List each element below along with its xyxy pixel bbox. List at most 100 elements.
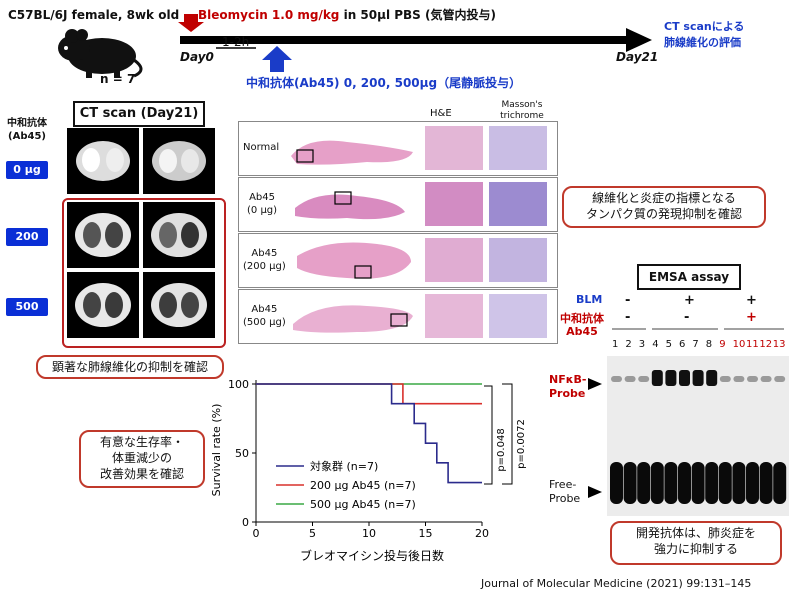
- ct-image-500ug-2: [143, 272, 215, 338]
- ct-callout: 顕著な肺線維化の抑制を確認: [36, 355, 224, 379]
- gel-band-lower: [637, 462, 651, 504]
- lane-number: 9: [719, 339, 726, 350]
- x-tick-label: 20: [475, 527, 489, 540]
- lane-number: 2: [625, 339, 632, 350]
- lane-number: 8: [705, 339, 713, 350]
- antibody-emsa-label: 中和抗体 Ab45: [560, 312, 604, 338]
- lane-number: 10: [732, 339, 746, 350]
- masson-thumb-0ug: [489, 182, 547, 226]
- gel-band-upper: [774, 376, 786, 382]
- treatment-route: in 50µl PBS (気管内投与): [339, 8, 496, 22]
- y-tick-label: 0: [242, 516, 249, 529]
- gel-band-upper: [760, 376, 772, 382]
- blm-sign-1: -: [625, 293, 631, 308]
- series-line-1: [256, 383, 482, 405]
- gel-band-lower: [691, 462, 705, 504]
- gel-band-lower: [773, 462, 787, 504]
- histology-callout: 線維化と炎症の指標となる タンパク質の発現抑制を確認: [562, 186, 766, 228]
- gel-band-lower: [664, 462, 678, 504]
- ct-image-200ug-1: [67, 202, 139, 268]
- histology-row-500ug: Ab45(500 µg): [238, 289, 558, 344]
- chart-ylabel: Survival rate (%): [210, 404, 223, 497]
- gel-band-lower: [678, 462, 691, 504]
- masson-thumb-200ug: [489, 238, 547, 282]
- gel-band-lower: [746, 462, 759, 504]
- he-thumb-normal: [425, 126, 483, 170]
- chart-legend: 対象群 (n=7) 200 µg Ab45 (n=7) 500 µg Ab45 (n…: [276, 459, 416, 511]
- gel-band-lower: [759, 462, 773, 504]
- gel-band-lower: [623, 462, 637, 504]
- x-tick-label: 5: [309, 527, 316, 540]
- gel-band-lower: [650, 462, 664, 504]
- ab-sign-3: +: [746, 310, 757, 325]
- lane-number: 6: [679, 339, 686, 350]
- pvalue-048: p=0.048: [496, 428, 507, 471]
- gel-band-upper: [747, 376, 758, 382]
- legend-label-2: 500 µg Ab45 (n=7): [310, 498, 416, 511]
- gel-band-upper: [679, 370, 690, 386]
- legend-label-1: 200 µg Ab45 (n=7): [310, 479, 416, 492]
- lane-number: 7: [692, 339, 699, 350]
- ct-image-200ug-2: [143, 202, 215, 268]
- ct-image-500ug-1: [67, 272, 139, 338]
- gel-band-lower: [718, 462, 732, 504]
- gel-band-upper: [719, 376, 731, 382]
- lane-number: 3: [638, 339, 646, 350]
- blm-label: BLM: [576, 293, 603, 306]
- ab-sign-1: -: [625, 310, 631, 325]
- free-probe-label: Free- Probe: [549, 478, 581, 505]
- gel-band-upper: [706, 370, 718, 386]
- legend-label-0: 対象群 (n=7): [310, 459, 378, 473]
- sample-size-label: n = 7: [100, 72, 136, 86]
- emsa-title: EMSA assay: [637, 264, 741, 290]
- dose-0-label: 0 µg: [6, 161, 48, 179]
- nfkb-probe-label: NFκB- Probe: [549, 373, 587, 400]
- chart-xlabel: ブレオマイシン投与後日数: [300, 548, 444, 563]
- pvalue-0072: p=0.0072: [516, 419, 527, 469]
- day21-label: Day21: [616, 50, 659, 64]
- antibody-side-label: 中和抗体 (Ab45): [7, 118, 47, 142]
- gel-band-upper: [611, 376, 622, 382]
- lane-number: 5: [665, 339, 672, 350]
- chart-series: [256, 383, 482, 484]
- blm-sign-3: +: [746, 293, 757, 308]
- ct-highlight-frame: [62, 198, 226, 348]
- lane-number: 4: [652, 339, 659, 350]
- gel-band-upper: [692, 370, 704, 386]
- ab-sign-2: -: [684, 310, 690, 325]
- he-column-header: H&E: [430, 108, 452, 119]
- histology-row-normal: Normal: [238, 121, 558, 176]
- series-line-0: [256, 383, 482, 484]
- gel-band-lower: [705, 462, 719, 504]
- histology-row-200ug: Ab45(200 µg): [238, 233, 558, 288]
- x-tick-label: 15: [419, 527, 433, 540]
- bleomycin-dose: Bleomycin 1.0 mg/kg: [198, 8, 340, 22]
- mouse-strain-label: C57BL/6J female, 8wk old: [8, 8, 180, 22]
- masson-column-header: Masson's trichrome: [500, 100, 544, 121]
- dose-500-label: 500 µg: [6, 298, 48, 331]
- y-tick-label: 50: [235, 447, 249, 460]
- antibody-arrow-icon: [262, 46, 292, 72]
- ct-panel-title: CT scan (Day21): [73, 101, 205, 127]
- he-thumb-0ug: [425, 182, 483, 226]
- gel-band-lower: [610, 462, 623, 504]
- he-thumb-200ug: [425, 238, 483, 282]
- gel-band-upper: [733, 376, 745, 382]
- survival-callout: 有意な生存率・ 体重減少の 改善効果を確認: [79, 430, 205, 488]
- ct-image-0ug-2: [143, 128, 215, 194]
- gel-band-upper: [638, 376, 650, 382]
- he-thumb-500ug: [425, 294, 483, 338]
- interval-label: 1-2h: [222, 35, 250, 49]
- ct-image-0ug-1: [67, 128, 139, 194]
- lane-number: 11: [746, 339, 759, 350]
- gel-band-upper: [651, 370, 663, 386]
- ct-evaluation-label: CT scanによる 肺線維化の評価: [664, 20, 745, 49]
- masson-thumb-500ug: [489, 294, 547, 338]
- dose-200-label: 200 µg: [6, 228, 48, 261]
- x-tick-label: 0: [253, 527, 260, 540]
- emsa-gel-image: [607, 356, 789, 516]
- lane-number: 13: [772, 339, 786, 350]
- gel-band-lower: [732, 462, 746, 504]
